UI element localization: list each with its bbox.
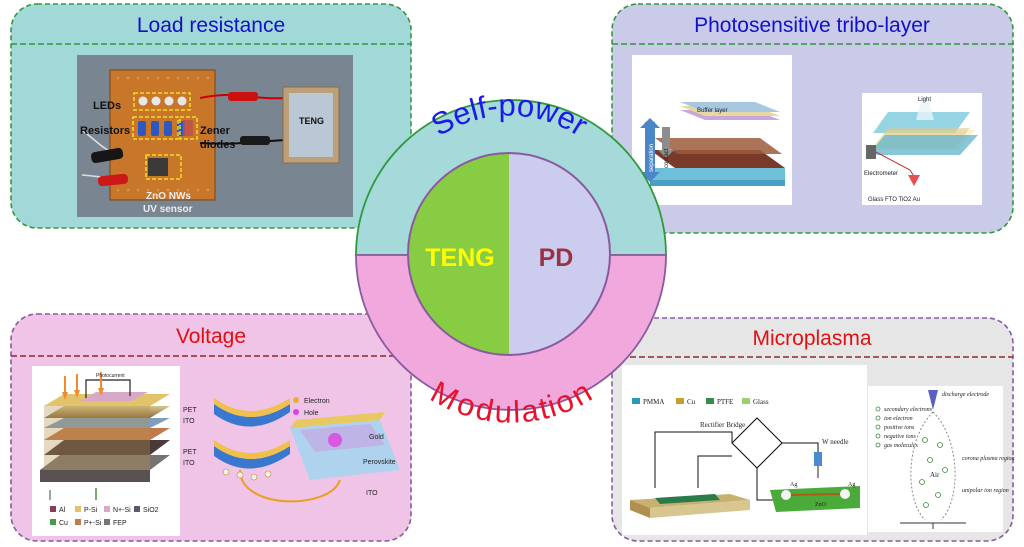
label-uv-sensor: UV sensor (143, 204, 193, 215)
silicon-device-diagram: Photocurrent Al P-Si N+-Si SiO2 Cu P+-Si… (32, 366, 180, 536)
label-leds: LEDs (93, 100, 121, 112)
svg-text:PTFE: PTFE (717, 398, 733, 406)
panel-title: Load resistance (137, 14, 285, 37)
zno-sensor (148, 158, 168, 176)
pd-half (509, 153, 610, 355)
label-ag-2: Ag (848, 482, 855, 488)
label-light: Light (918, 97, 931, 103)
svg-text:PMMA: PMMA (643, 398, 664, 406)
panel-voltage: Voltage Photocurrent Al P-Si (10, 313, 412, 542)
substrate-plate (770, 486, 860, 512)
label-gold: Gold (369, 434, 384, 441)
label-ito-1: ITO (183, 418, 195, 425)
svg-text:unipolar ion region: unipolar ion region (962, 488, 1009, 494)
label-ag-1: Ag (790, 482, 797, 488)
svg-text:secondary electrons: secondary electrons (884, 407, 933, 413)
panel-photosensitive-tribo-layer: Photosensitive tribo-layer Buffer layer … (611, 3, 1014, 234)
teng-label: TENG (425, 244, 494, 272)
label-teng: TENG (299, 116, 324, 126)
label-zno: ZnO (815, 502, 827, 508)
led-row (138, 96, 187, 106)
svg-text:ion electron: ion electron (884, 416, 913, 422)
svg-text:FEP: FEP (113, 520, 127, 527)
label-photocurrent: Photocurrent (96, 373, 125, 379)
label-resistors: Resistors (80, 125, 130, 137)
label-ito-3: ITO (366, 490, 378, 497)
svg-text:negative ions: negative ions (884, 434, 916, 440)
label-w-needle: W needle (822, 438, 849, 446)
svg-text:Al: Al (59, 507, 66, 514)
black-clip (240, 136, 270, 145)
label-material-legend: Glass FTO TiO2 Au (868, 197, 920, 203)
label-hole: Hole (304, 410, 319, 417)
perovskite-device-diagram: Electron Hole PET ITO PET ITO Gold Perov… (183, 397, 400, 503)
panel-title: Photosensitive tribo-layer (694, 14, 930, 37)
label-zno-nws: ZnO NWs (146, 191, 191, 202)
label-electrometer: Electrometer (864, 171, 898, 177)
label-perovskite: Perovskite (363, 459, 396, 466)
panel-load-resistance: Load resistance (10, 3, 412, 229)
label-rectifier: Rectifier Bridge (700, 421, 745, 429)
panel-title: Microplasma (752, 327, 871, 350)
svg-text:corona plasma region: corona plasma region (962, 456, 1015, 462)
label-electron: Electron (304, 398, 330, 405)
center-circle (407, 152, 611, 356)
label-pet-1: PET (183, 407, 197, 414)
label-ito-2: ITO (183, 460, 195, 467)
label-buffer-layer: Buffer layer (697, 108, 728, 114)
svg-text:gas molecules: gas molecules (884, 443, 918, 449)
microplasma-circuit: PMMA Cu PTFE Glass Rectifier Bridge W ne… (622, 365, 867, 535)
teng-half (408, 153, 509, 355)
circuit-photo: LEDs Resistors Zener diodes TENG ZnO NWs… (77, 55, 353, 217)
svg-text:discharge electrode: discharge electrode (942, 392, 989, 398)
label-contact: contact (664, 148, 670, 168)
svg-text:Cu: Cu (59, 520, 68, 527)
panel-title: Voltage (176, 325, 246, 348)
zener-diode (183, 120, 193, 136)
tribo-stack-diagram: Buffer layer separation contact (632, 55, 792, 205)
panel-microplasma: Microplasma PMMA Cu PTFE Glass Rectifier… (611, 317, 1015, 542)
svg-text:Air: Air (930, 471, 940, 479)
corona-schematic: discharge electrode secondary electrons … (868, 386, 1015, 532)
svg-text:P+-Si: P+-Si (84, 520, 102, 527)
red-clip (228, 92, 258, 101)
label-pet-2: PET (183, 449, 197, 456)
pd-label: PD (539, 244, 574, 272)
label-separation: separation (649, 144, 655, 172)
label-diodes: diodes (200, 139, 235, 151)
svg-text:SiO2: SiO2 (143, 507, 159, 514)
material-legend: Al P-Si N+-Si SiO2 Cu P+-Si FEP (50, 506, 159, 527)
resistor-row (138, 121, 185, 136)
svg-text:P-Si: P-Si (84, 507, 98, 514)
svg-text:Glass: Glass (753, 398, 769, 406)
svg-text:N+-Si: N+-Si (113, 507, 131, 514)
svg-text:positive ions: positive ions (883, 425, 915, 431)
svg-text:Cu: Cu (687, 398, 696, 406)
photo-teng-diagram: Light Electrometer Glass FTO TiO2 Au (862, 93, 982, 205)
label-zener: Zener (200, 125, 231, 137)
